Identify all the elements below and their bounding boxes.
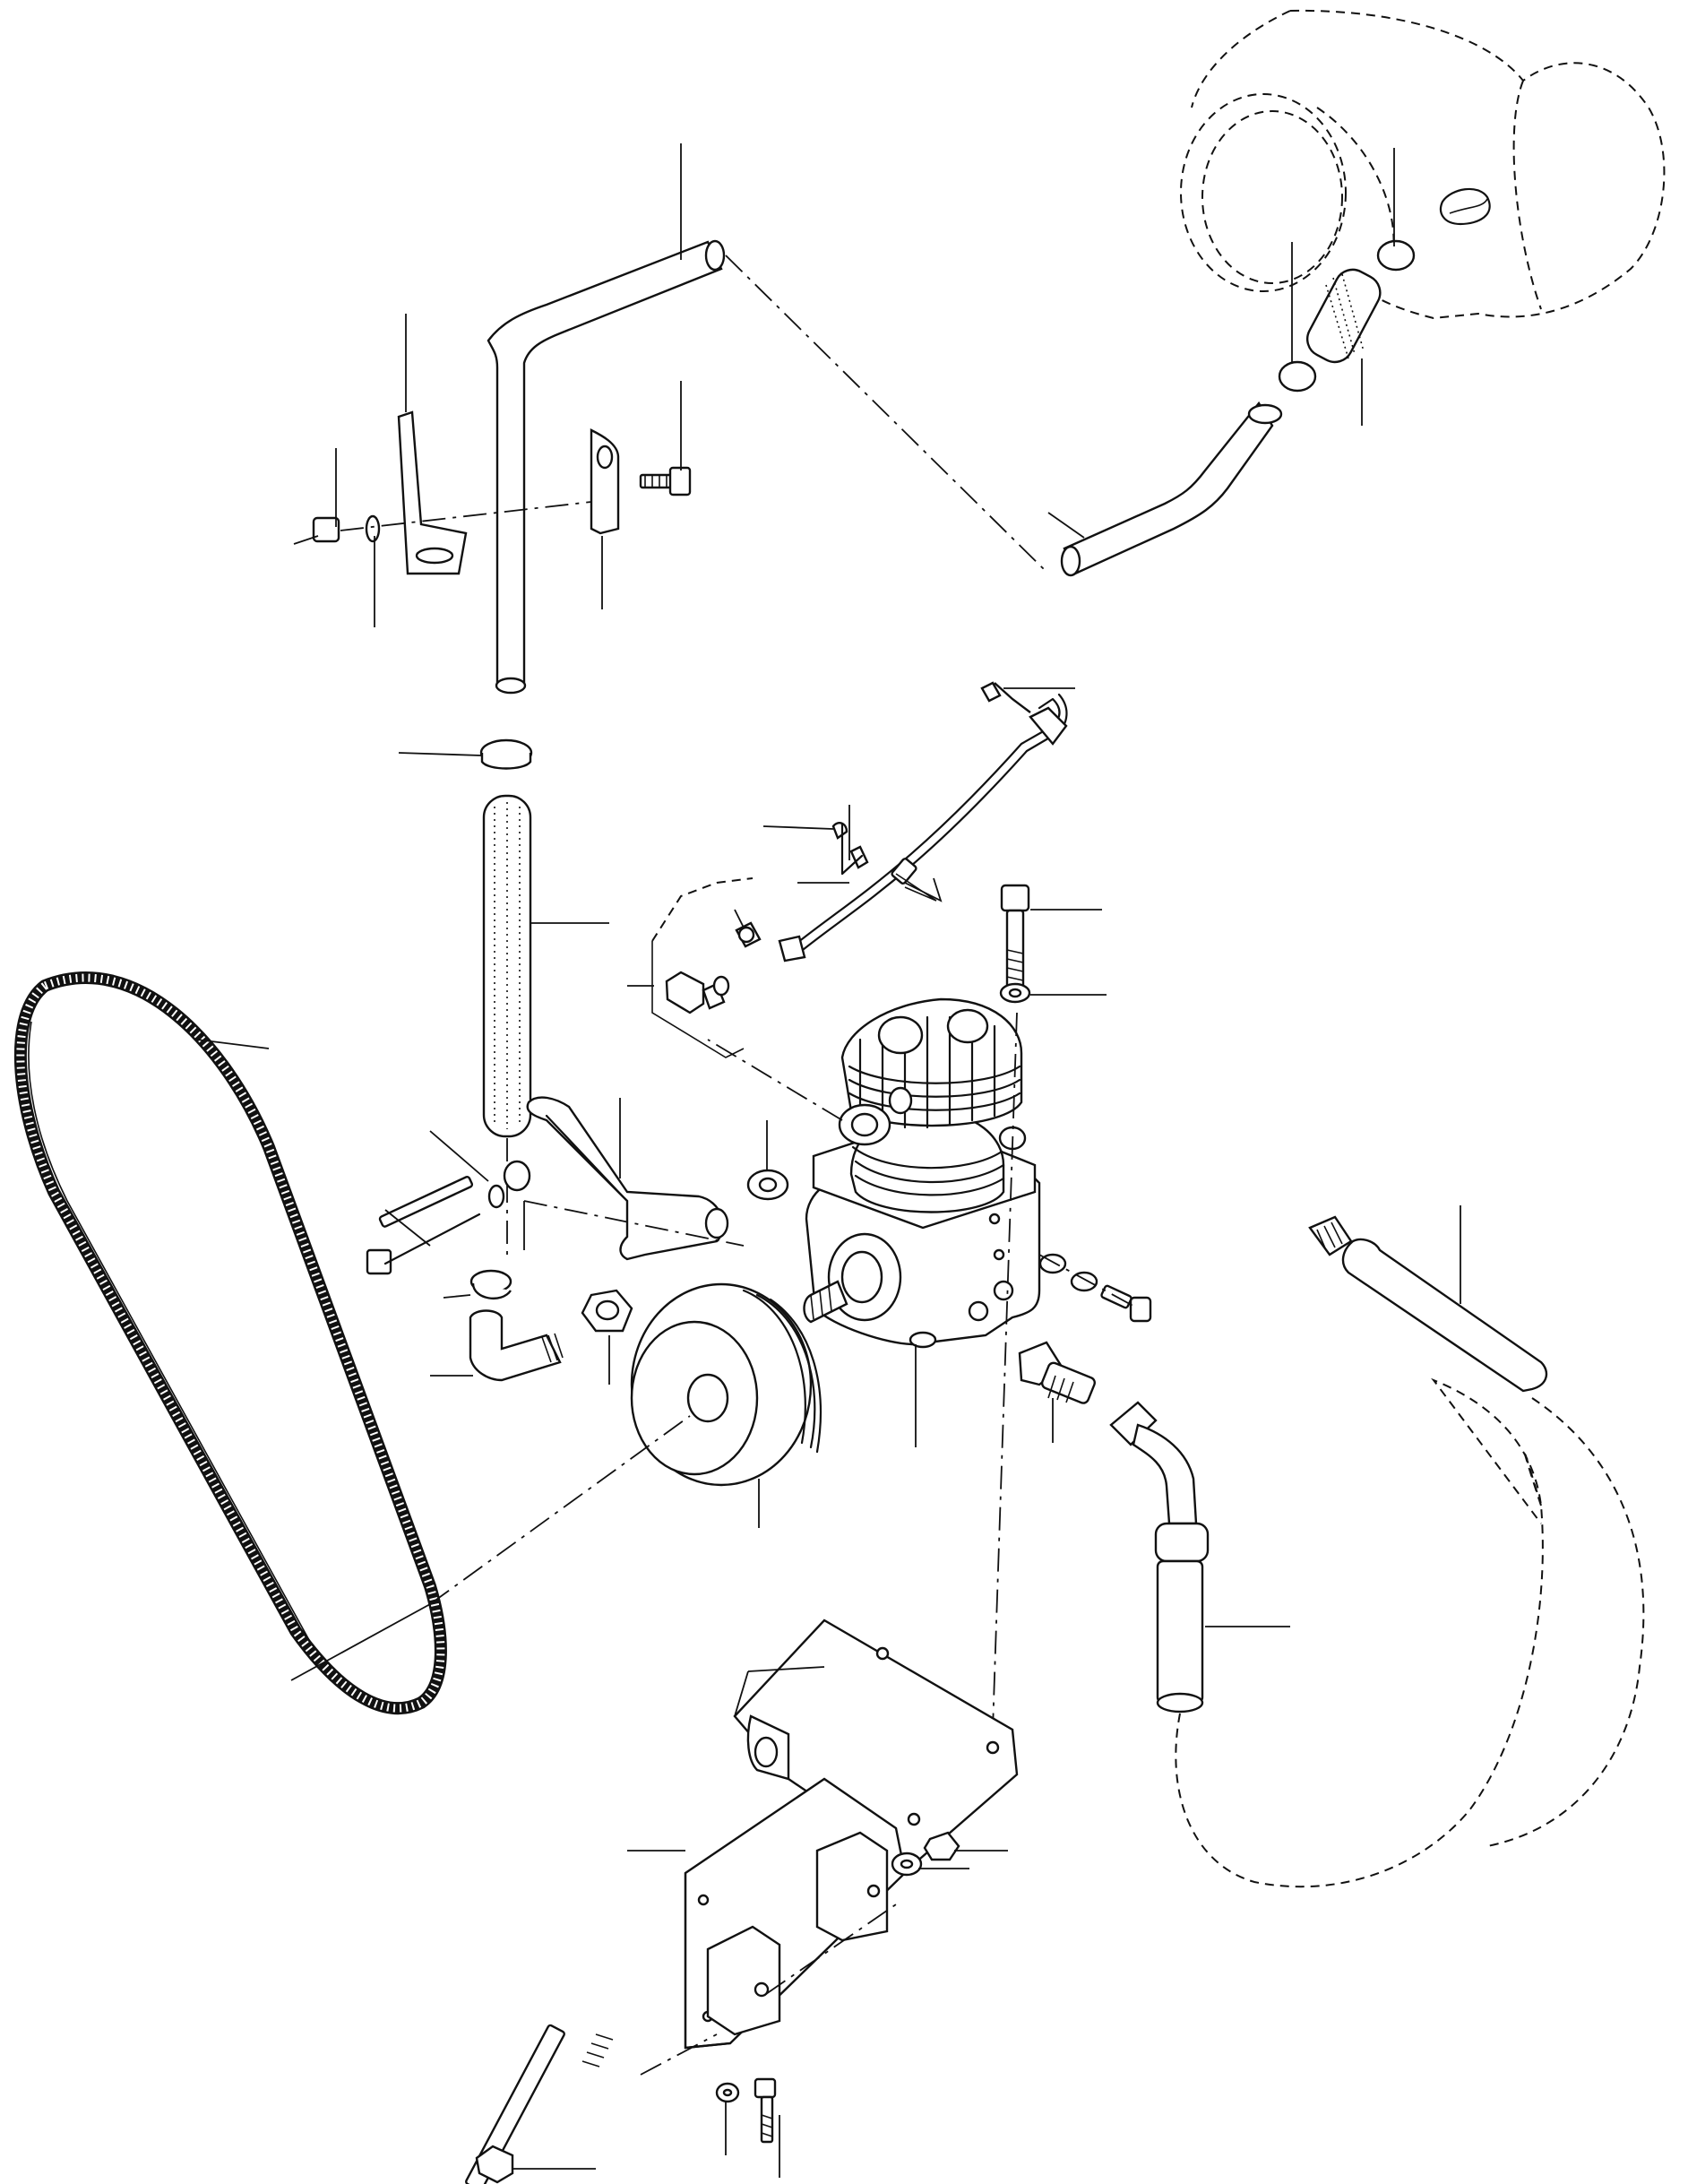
- discharge-hose: [1018, 1341, 1544, 1888]
- intake-hose-upper: [1278, 148, 1416, 426]
- pipe-bracket: [293, 314, 692, 627]
- unloader-valve: [627, 877, 762, 1058]
- side-fittings: [1038, 1253, 1152, 1323]
- tensioner-arm: [366, 1096, 745, 1275]
- air-cleaner-housing-outline: [1180, 9, 1666, 320]
- intake-hose-lower: [398, 738, 609, 1255]
- support-plate: [627, 1619, 1019, 2076]
- compressor: [707, 997, 1041, 1447]
- bottom-bolts: [465, 2024, 780, 2184]
- elbow-fitting: [430, 1269, 633, 1385]
- pulley: [429, 1282, 822, 1605]
- air-line: [762, 681, 1075, 963]
- plate-nut-washer: [891, 1831, 1008, 1877]
- air-intake-pipe: [487, 143, 1283, 695]
- outlet-hose: [1308, 1205, 1645, 1847]
- cylinder-bolt: [992, 884, 1107, 1731]
- v-belt: [13, 971, 447, 1715]
